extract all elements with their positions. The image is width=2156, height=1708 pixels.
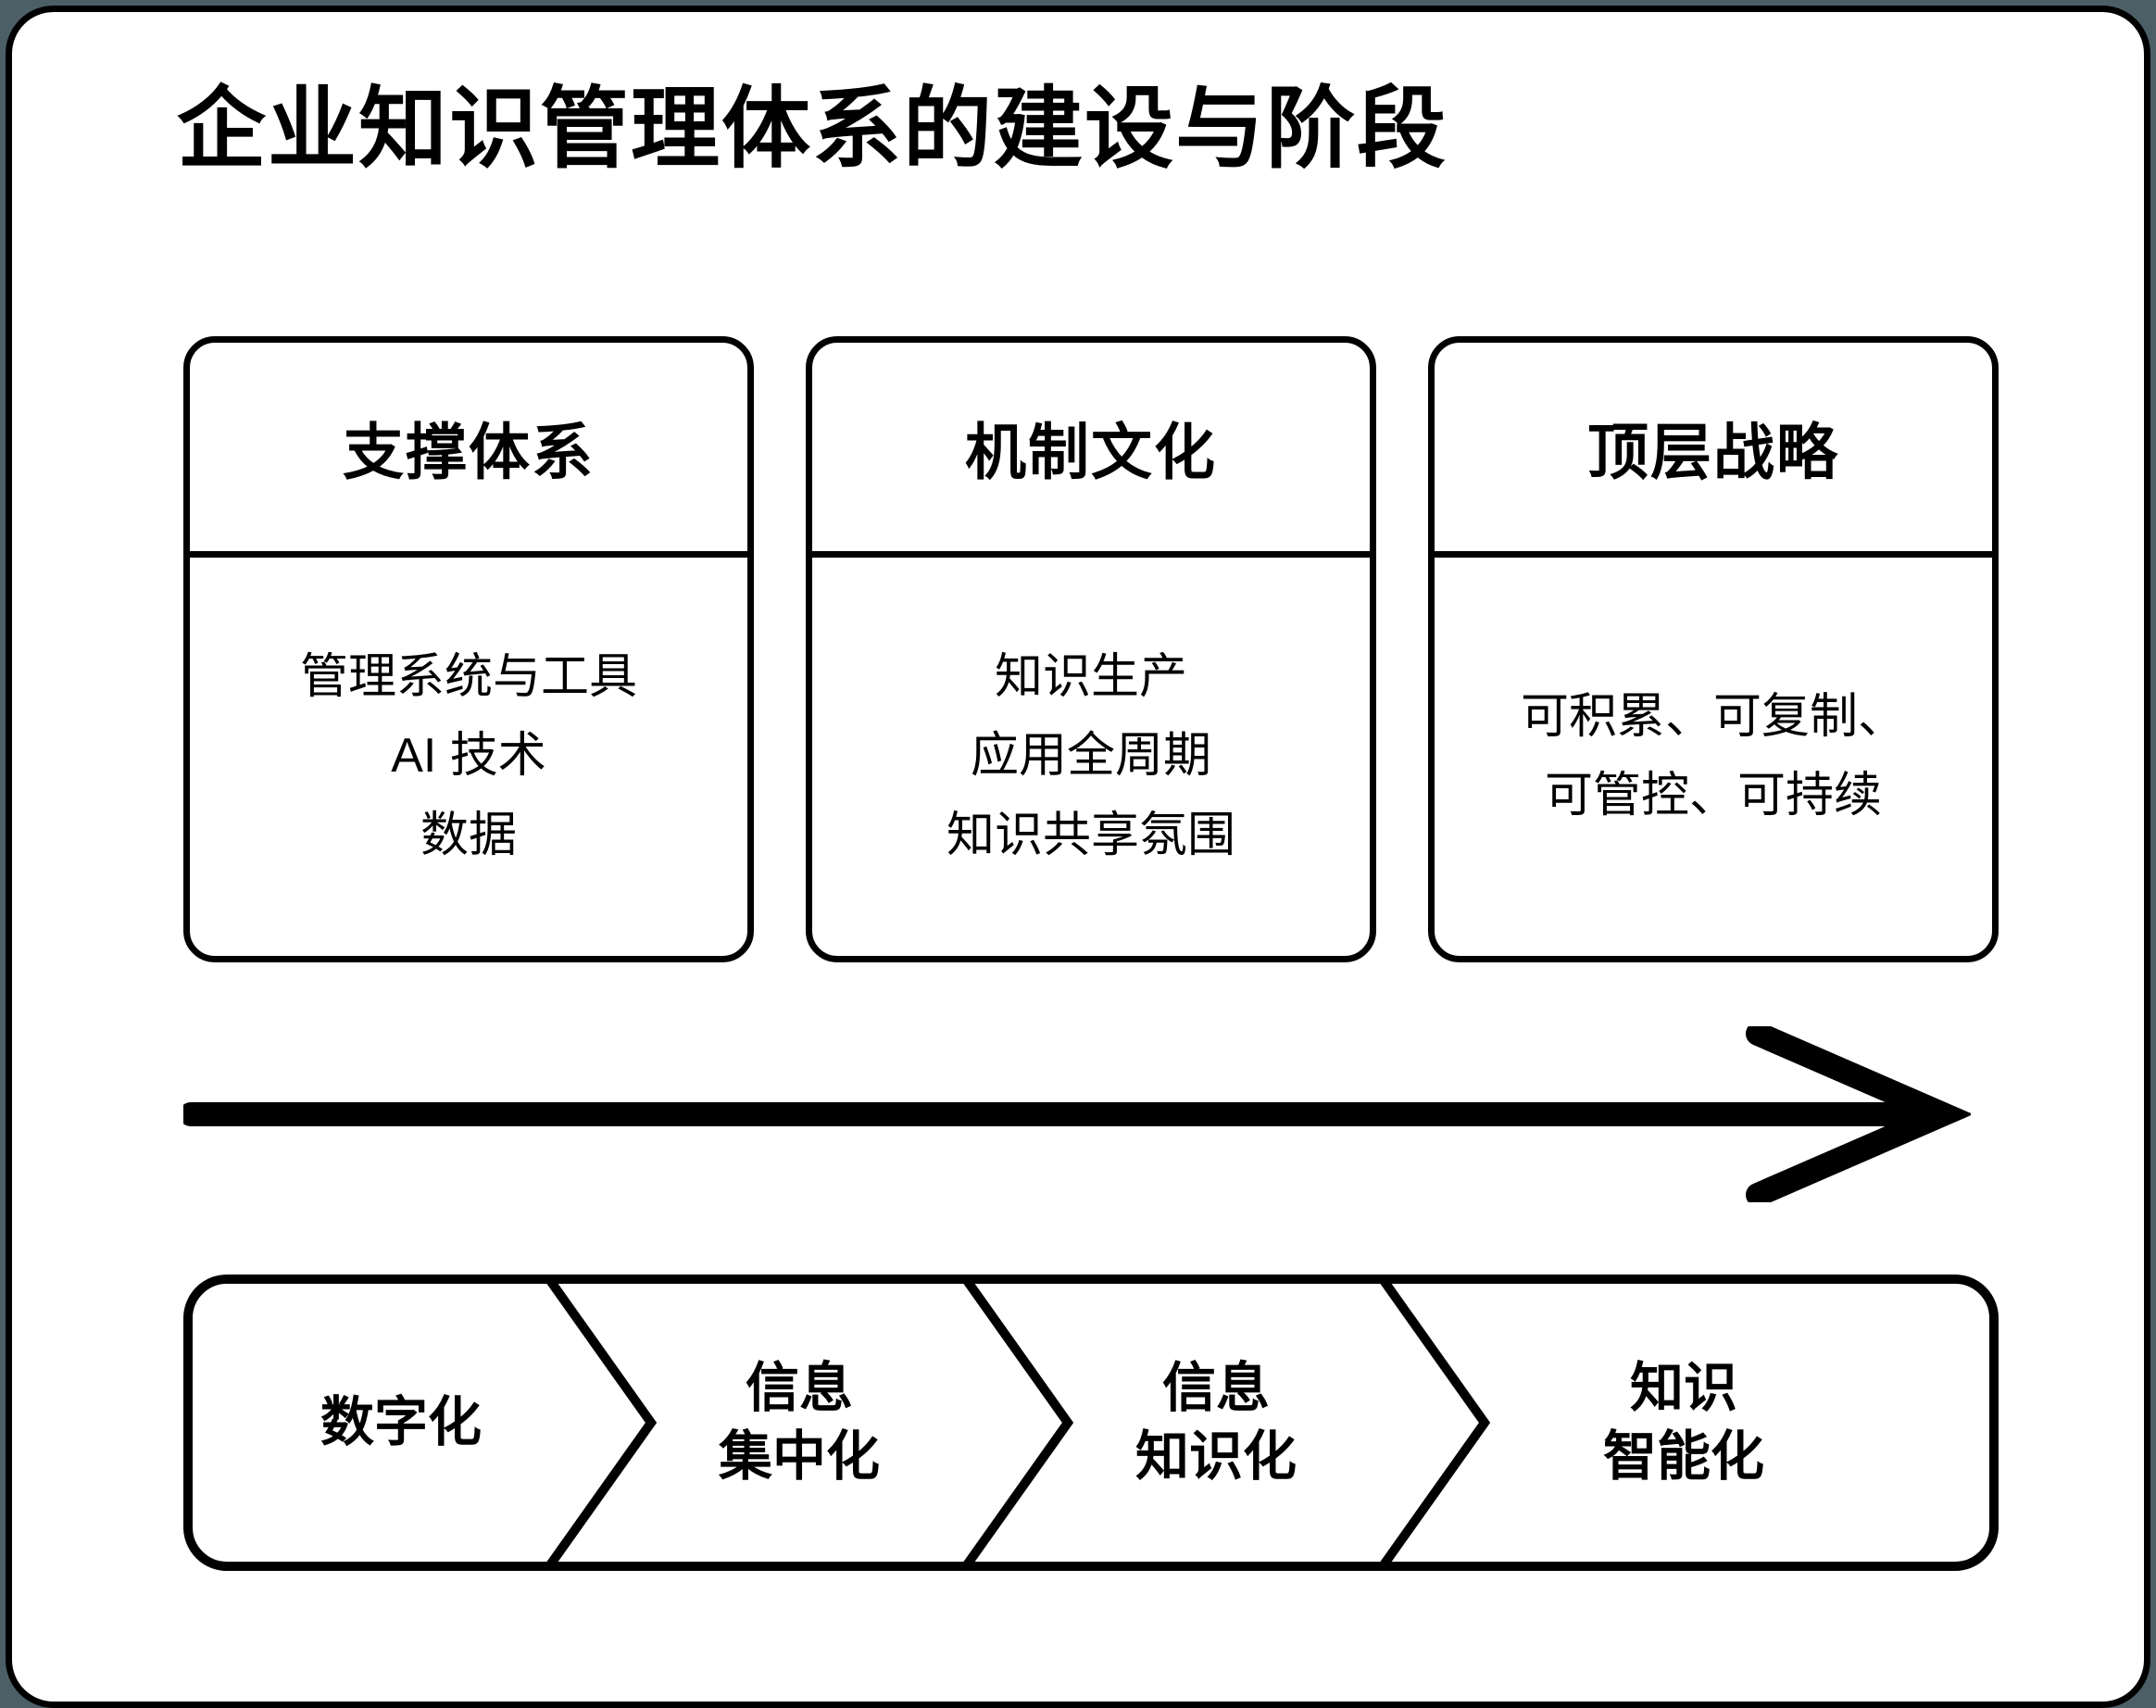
stage-item-digitization[interactable]: 数字化 [183,1275,619,1571]
pillar-card-mechanism[interactable]: 机制文化 知识生产 应用全周期 知识共享氛围 [806,336,1376,962]
diagram-frame: 企业知识管理体系的建设与阶段 支撑体系 管理系统与工具 AI 技术 数据 机制文… [6,6,2150,1708]
pillar-line: 可管控、可持续 [1544,769,1882,823]
pillar-heading-label: 支撑体系 [343,417,595,486]
stage-label-line1: 信息 [745,1357,853,1418]
stage-chevron-outline [183,1275,1999,1571]
stage-label-line2: 智能化 [1602,1426,1764,1487]
pillar-heading-strategy: 顶层战略 [1435,343,1992,558]
page-title: 企业知识管理体系的建设与阶段 [177,80,1448,179]
pillar-line: 可积累、可复制、 [1520,689,1906,744]
pillar-heading-label: 机制文化 [965,417,1217,486]
pillar-line: AI 技术 [391,729,546,784]
pillar-body-strategy: 可积累、可复制、 可管控、可持续 [1435,558,1992,956]
stage-item-information-centralization[interactable]: 信息 集中化 [582,1275,1017,1571]
stage-item-information-knowledgification[interactable]: 信息 知识化 [998,1275,1434,1571]
pillar-heading-label: 顶层战略 [1587,417,1839,486]
pillar-heading-support: 支撑体系 [190,343,747,558]
pillar-heading-mechanism: 机制文化 [812,343,1370,558]
pillar-line: 知识生产 [994,649,1187,704]
pillar-body-mechanism: 知识生产 应用全周期 知识共享氛围 [812,558,1370,956]
pillar-card-support[interactable]: 支撑体系 管理系统与工具 AI 技术 数据 [183,336,754,962]
pillar-card-row: 支撑体系 管理系统与工具 AI 技术 数据 机制文化 知识生产 应用全周期 知识… [183,336,1999,962]
pillar-line: 数据 [420,808,517,862]
stage-item-knowledge-intelligence[interactable]: 知识 智能化 [1434,1275,1934,1571]
stage-chevron-strip: 数字化 信息 集中化 信息 知识化 知识 智能化 [183,1275,1999,1571]
stage-label-line2: 集中化 [718,1426,880,1487]
stage-label-line1: 数字化 [320,1391,482,1452]
pillar-body-support: 管理系统与工具 AI 技术 数据 [190,558,747,956]
stage-label-line1: 信息 [1161,1357,1270,1418]
stage-label-line1: 知识 [1629,1357,1737,1418]
pillar-line: 管理系统与工具 [299,649,637,704]
pillar-card-strategy[interactable]: 顶层战略 可积累、可复制、 可管控、可持续 [1428,336,1999,962]
right-arrow-icon [183,1026,1971,1202]
progress-arrow [183,1026,1971,1202]
pillar-line: 应用全周期 [970,729,1211,784]
stage-label-line2: 知识化 [1134,1426,1297,1487]
pillar-line: 知识共享氛围 [946,808,1235,862]
